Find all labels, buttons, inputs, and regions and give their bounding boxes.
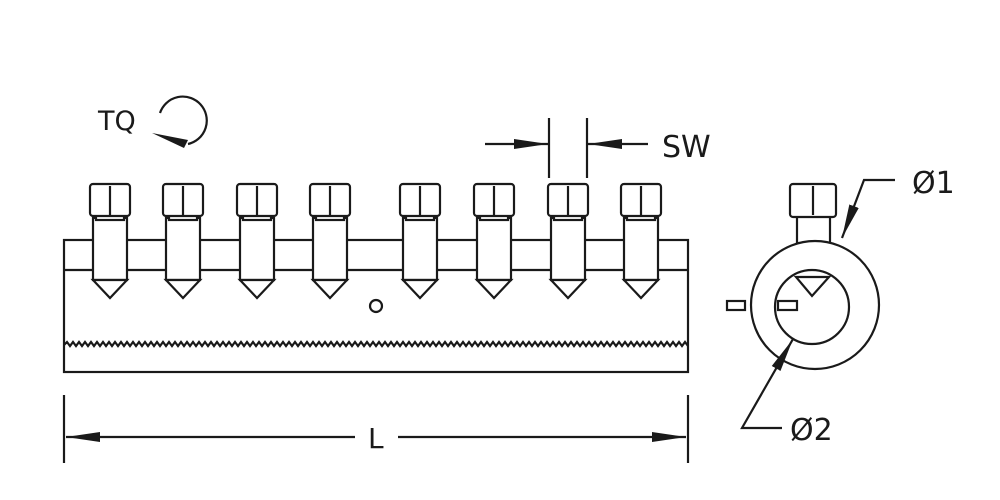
shear-bolt-7 — [546, 182, 590, 300]
rotation-arc-icon — [158, 95, 208, 146]
diameter-2-label: Ø2 — [790, 413, 833, 448]
shear-bolt-8 — [619, 182, 663, 300]
torque-indicator: TQ — [97, 95, 208, 148]
connector-end-view: Ø1 Ø2 — [725, 166, 955, 448]
shear-bolt-6 — [472, 182, 516, 300]
shear-bolt-1 — [88, 182, 132, 300]
rotation-arrowhead-icon — [152, 133, 188, 148]
torque-label: TQ — [97, 106, 136, 137]
shear-bolt-4 — [308, 182, 352, 300]
shear-width-label: SW — [662, 130, 711, 165]
length-label: L — [368, 422, 384, 455]
connector-body-side-view — [62, 182, 690, 374]
shear-bolt-5 — [398, 182, 442, 300]
shear-width-dimension: SW — [485, 118, 711, 178]
diameter-1-label: Ø1 — [912, 166, 955, 201]
shear-bolt-2 — [161, 182, 205, 300]
inspection-hole — [368, 298, 384, 314]
shear-bolt-3 — [235, 182, 279, 300]
length-dimension: L — [62, 395, 690, 463]
serration-line — [63, 340, 689, 348]
